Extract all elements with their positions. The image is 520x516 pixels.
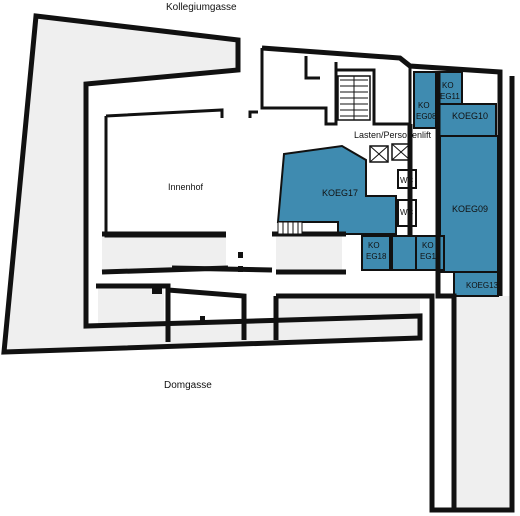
pillar-2 [238,252,243,258]
label-koeg08-a: KO [418,101,430,110]
mid-band-2 [276,236,342,270]
label-koeg13: KOEG13 [466,281,499,290]
courtyard-steps [277,221,303,235]
lift-label: Lasten/Personenlift [354,130,432,140]
sw-block-1 [98,286,164,338]
room-koeg17[interactable] [276,144,397,235]
mid-band-1 [102,236,226,270]
label-koeg14-b: EG14 [420,252,441,261]
street-north: Kollegiumgasse [166,2,237,13]
label-koeg08-b: EG08 [416,112,437,121]
wall-mid-row [101,231,346,275]
label-koeg18-b: EG18 [366,252,387,261]
wc-label-1: WC [400,176,414,185]
wall-courtyard [104,108,258,238]
label-koeg17: KOEG17 [322,188,358,198]
wc-label-2: WC [400,208,414,217]
courtyard-label: Innenhof [168,182,204,192]
room-koeg18[interactable] [361,235,391,271]
highlighted-rooms [276,71,499,297]
pillar-4 [200,316,205,324]
pillar-3 [238,266,243,272]
pillar-1 [152,286,162,294]
east-wing [454,296,512,510]
room-corridor-blue [391,235,417,271]
labels: Kollegiumgasse Domgasse Innenhof Lasten/… [164,2,499,391]
label-koeg14-a: KO [422,241,434,250]
wall-south-inner [96,283,420,342]
label-koeg18-a: KO [368,241,380,250]
wall-east-wing [454,76,515,513]
stairs [337,75,371,121]
wall-north-block-inner [260,48,412,126]
label-koeg11-a: KO [442,81,454,90]
label-koeg11-b: EG11 [440,92,460,101]
street-south: Domgasse [164,380,212,391]
label-koeg09: KOEG09 [452,204,488,214]
lift-boxes [369,143,411,163]
walls [1,13,515,513]
wall-west-outer [1,13,423,355]
label-koeg10: KOEG10 [452,111,488,121]
